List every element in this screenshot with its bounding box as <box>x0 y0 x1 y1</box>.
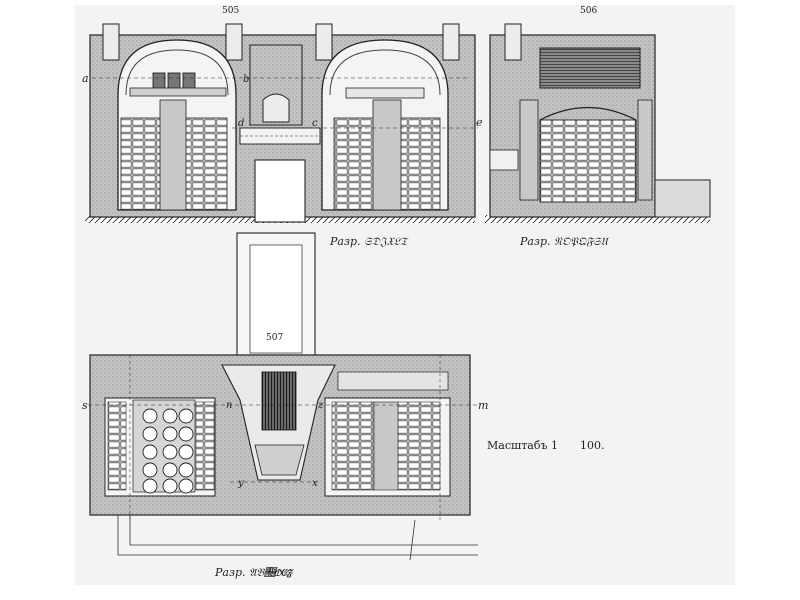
scale-label: Масштабъ 1 <box>487 439 558 452</box>
crucible-circle <box>162 408 178 424</box>
chimney <box>315 23 333 61</box>
crucible-circle <box>142 478 158 494</box>
section-drawing-right: 506 <box>485 6 711 223</box>
letter-n: n <box>226 400 232 411</box>
crucible-circle <box>142 462 158 478</box>
reference-line <box>129 515 478 546</box>
chimney <box>225 23 243 61</box>
crucible-circle <box>178 462 194 478</box>
crucible-circle <box>162 462 178 478</box>
grate <box>261 371 297 431</box>
crucible-circle <box>178 426 194 442</box>
section-drawing-left: a b c d e 505 <box>82 6 483 223</box>
letter-b: b <box>243 74 249 85</box>
letter-e: e <box>476 116 483 129</box>
small-arch <box>262 93 290 123</box>
brick-stack <box>120 117 162 211</box>
letter-m: m <box>478 399 488 412</box>
brick-stack <box>184 117 228 211</box>
chimney <box>442 23 460 61</box>
chimney <box>504 23 522 61</box>
side-wall <box>519 99 539 201</box>
letter-a: a <box>82 72 89 85</box>
letter-c: c <box>312 118 318 129</box>
letter-x: x <box>312 478 318 489</box>
center-pier <box>159 99 187 211</box>
arch-inner-line <box>125 49 229 96</box>
crucible-circle <box>142 408 158 424</box>
shelf <box>129 87 227 97</box>
caption-section-1: Разр. 𝔖𝔇𝔍𝔛𝔏𝔗 <box>329 235 409 248</box>
brick-stack <box>539 119 637 203</box>
side-step <box>654 179 711 218</box>
crucible-circle <box>162 444 178 460</box>
arch-inner-line <box>329 49 441 96</box>
caption-plan: Разр. 𝔄𝔅𝔆𝔇𝔈𝔉 <box>214 566 294 579</box>
crucible-circle <box>142 426 158 442</box>
crucible-circle <box>142 444 158 460</box>
side-opening <box>489 149 519 171</box>
ground-hatching <box>485 215 710 223</box>
letter-y: y <box>237 478 244 489</box>
letter-z: z <box>317 400 324 411</box>
crucible-circle <box>162 478 178 494</box>
chimney <box>102 23 120 61</box>
lower-opening <box>254 159 306 223</box>
crucible-circle <box>178 444 194 460</box>
brick-stack <box>333 117 375 211</box>
crucible-circle <box>162 426 178 442</box>
reference-line <box>117 515 478 556</box>
center-pier <box>372 99 402 211</box>
figure-number-506: 506 <box>580 6 597 16</box>
crucible-grid <box>142 408 194 494</box>
crucible-circle <box>178 478 194 494</box>
upper-chamber <box>539 47 641 89</box>
side-wall <box>637 99 653 201</box>
chamber-arch <box>539 107 637 121</box>
letter-s: s <box>82 399 88 412</box>
scale-value: 100. <box>580 439 605 452</box>
figure-number-505: 505 <box>222 6 239 16</box>
shelf <box>345 87 425 99</box>
figure-number-507: 507 <box>266 333 283 343</box>
caption-section-2: Разр. 𝔑𝔒𝔓𝔔𝔉𝔖𝔘 <box>519 235 610 248</box>
plan-drawing: 507 s m n x y z <box>82 232 488 561</box>
brick-stack <box>399 117 441 211</box>
crucible-circle <box>178 408 194 424</box>
letter-d: d <box>238 118 244 129</box>
